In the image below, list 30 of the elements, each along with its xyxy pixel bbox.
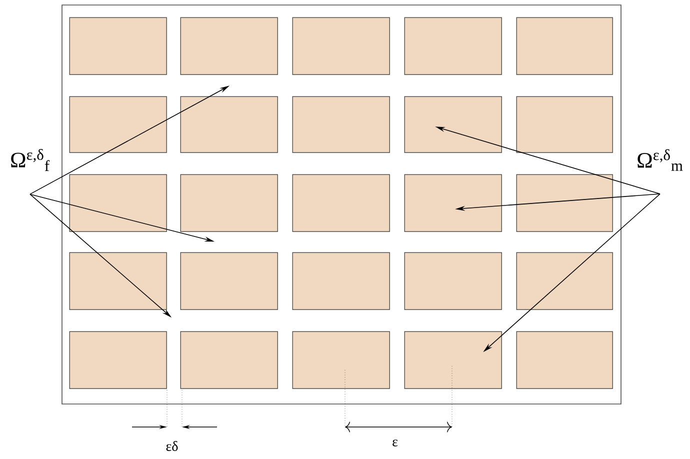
matrix-block — [404, 252, 502, 310]
matrix-block — [292, 331, 390, 389]
matrix-block — [516, 174, 613, 232]
matrix-block — [180, 96, 278, 153]
matrix-block — [292, 17, 390, 75]
matrix-block — [404, 331, 502, 389]
matrix-block — [516, 331, 613, 389]
matrix-block — [69, 17, 167, 75]
matrix-block — [292, 174, 390, 232]
matrix-block — [292, 252, 390, 310]
matrix-block — [69, 96, 167, 153]
matrix-block — [516, 96, 613, 153]
matrix-block — [180, 331, 278, 389]
matrix-block — [516, 17, 613, 75]
matrix-block — [404, 17, 502, 75]
domain-border — [62, 4, 622, 404]
matrix-block — [180, 17, 278, 75]
matrix-block — [69, 174, 167, 232]
matrix-block — [404, 96, 502, 153]
symbol-label: Ω$^{ε,δ}$f — [11, 149, 50, 171]
matrix-block — [69, 252, 167, 310]
matrix-block — [516, 252, 613, 310]
matrix-block — [69, 331, 167, 389]
matrix-block — [180, 252, 278, 310]
matrix-block — [180, 174, 278, 232]
symbol-label: Ω$^{ε,δ}$m — [638, 149, 683, 171]
dimension-label: εδ — [166, 441, 178, 451]
matrix-block — [292, 96, 390, 153]
dimension-label: ε — [392, 440, 398, 446]
matrix-block — [404, 174, 502, 232]
